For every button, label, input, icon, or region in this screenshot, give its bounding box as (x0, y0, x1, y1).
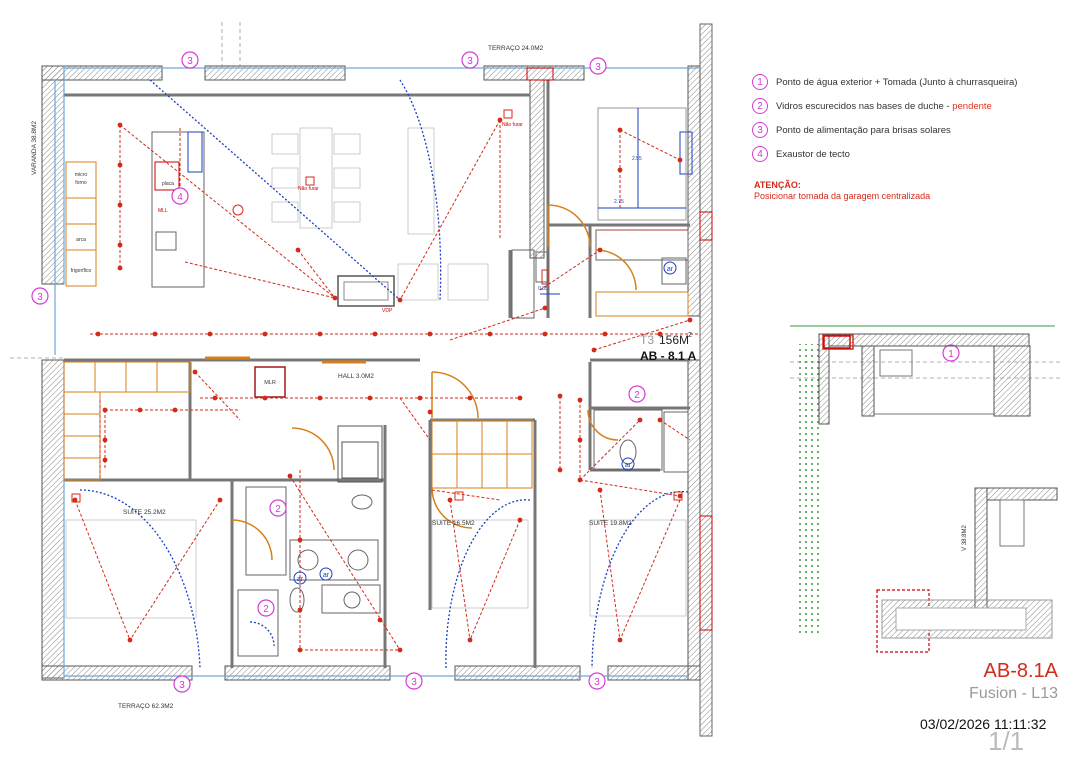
legend-item: 2 Vidros escurecidos nas bases de duche … (752, 94, 1072, 118)
numbered-markers: 3 3 3 3 4 2 2 2 3 3 3 1 (31, 51, 960, 693)
suite-3-label: SUITE 19.8M2 (589, 520, 632, 527)
legend-item: 3 Ponto de alimentação para brisas solar… (752, 118, 1072, 142)
svg-text:3: 3 (467, 56, 473, 67)
terraco-bottom-label: TERRAÇO 62.3M2 (118, 703, 174, 710)
bathroom-center (237, 486, 381, 657)
svg-text:ar: ar (297, 576, 304, 583)
svg-text:3: 3 (37, 292, 43, 303)
dim-label-1: 2.55 (632, 156, 642, 162)
room-labels: TERRAÇO 24.0M2 TERRAÇO 62.3M2 VARANDA 38… (31, 45, 968, 710)
legend: 1 Ponto de água exterior + Tomada (Junto… (752, 70, 1072, 166)
unit-code: AB - 8.1 A (640, 349, 697, 363)
kitchen (65, 131, 205, 288)
mlr-box (254, 366, 286, 398)
mlr-label: MLR (264, 380, 276, 386)
suite-2-label: SUITE 16.5M2 (432, 520, 475, 527)
svg-text:2: 2 (634, 390, 640, 401)
hall-cabinet (337, 425, 383, 483)
legend-number: 3 (752, 122, 768, 138)
ar-markers: ar ar ar ar (293, 261, 677, 585)
legend-text: Ponto de água exterior + Tomada (Junto à… (776, 76, 1018, 88)
placa-label: placa (162, 181, 174, 187)
attention-note: ATENÇÃO: Posicionar tomada da garagem ce… (754, 180, 930, 202)
mll-label: MLL (158, 208, 168, 214)
dim-label-3: 0.85 (538, 286, 548, 292)
svg-text:4: 4 (177, 192, 183, 203)
nao-furar-2: Não furar (502, 122, 523, 128)
exterior-walls (41, 65, 701, 681)
blue-arcs (79, 79, 689, 669)
legend-pending: pendente (952, 100, 992, 112)
title-block: AB-8.1A Fusion - L13 (969, 660, 1058, 703)
bathroom-top (511, 107, 693, 319)
wiring (74, 119, 700, 651)
unit-label: T3 156M 2 AB - 8.1 A (640, 332, 697, 363)
svg-text:ar: ar (323, 572, 330, 579)
interior-walls (64, 80, 690, 668)
forno-label: forno (75, 180, 87, 186)
doors (231, 204, 637, 561)
suite-1-label: SUITE 25.2M2 (123, 509, 166, 516)
frigorifico-label: frigorífico (71, 268, 92, 274)
micro-label: micro (75, 172, 87, 178)
nao-furar-1: Não furar (298, 186, 319, 192)
attention-text: Posicionar tomada da garagem centralizad… (754, 191, 931, 201)
unit-area-sup: 2 (688, 332, 692, 339)
hall-label: HALL 3.0M2 (338, 373, 374, 380)
svg-text:3: 3 (411, 677, 417, 688)
legend-number: 1 (752, 74, 768, 90)
unit-area: 156M (659, 333, 689, 347)
dining-table (271, 127, 489, 301)
detail-plan (790, 325, 1058, 634)
svg-text:ar: ar (667, 266, 674, 273)
legend-item: 4 Exaustor de tecto (752, 142, 1072, 166)
legend-text: Vidros escurecidos nas bases de duche - (776, 100, 950, 112)
beds (65, 519, 687, 619)
wardrobes (63, 356, 533, 489)
dimensions (540, 108, 686, 295)
terraco-top-label: TERRAÇO 24.0M2 (488, 45, 544, 52)
svg-text:2: 2 (263, 604, 269, 615)
legend-text: Ponto de alimentação para brisas solares (776, 124, 951, 136)
svg-text:3: 3 (187, 56, 193, 67)
legend-item: 1 Ponto de água exterior + Tomada (Junto… (752, 70, 1072, 94)
attention-title: ATENÇÃO: (754, 180, 801, 190)
arca-label: arca (76, 237, 86, 243)
vdp-label: VDP (382, 308, 393, 314)
timestamp: 03/02/2026 11:11:32 (920, 716, 1047, 732)
drawing-code: AB-8.1A (983, 660, 1058, 682)
varanda-right-label: V 38.8M2 (962, 524, 968, 550)
svg-text:2: 2 (275, 504, 281, 515)
key-plan (876, 589, 1053, 653)
vdp-cabinet (337, 275, 395, 307)
legend-number: 2 (752, 98, 768, 114)
dim-label-2: 2.75 (614, 199, 624, 205)
svg-text:3: 3 (179, 680, 185, 691)
legend-text: Exaustor de tecto (776, 148, 850, 160)
outlets (72, 117, 693, 653)
svg-text:3: 3 (594, 677, 600, 688)
switch-boxes (71, 67, 854, 631)
svg-text:ar: ar (625, 462, 632, 469)
svg-text:3: 3 (595, 62, 601, 73)
page-number: 1/1 (988, 726, 1025, 756)
unit-type: T3 (640, 333, 654, 347)
project-name: Fusion - L13 (969, 685, 1058, 702)
legend-number: 4 (752, 146, 768, 162)
svg-text:1: 1 (948, 349, 954, 360)
varanda-label: VARANDA 38.8M2 (31, 121, 38, 175)
